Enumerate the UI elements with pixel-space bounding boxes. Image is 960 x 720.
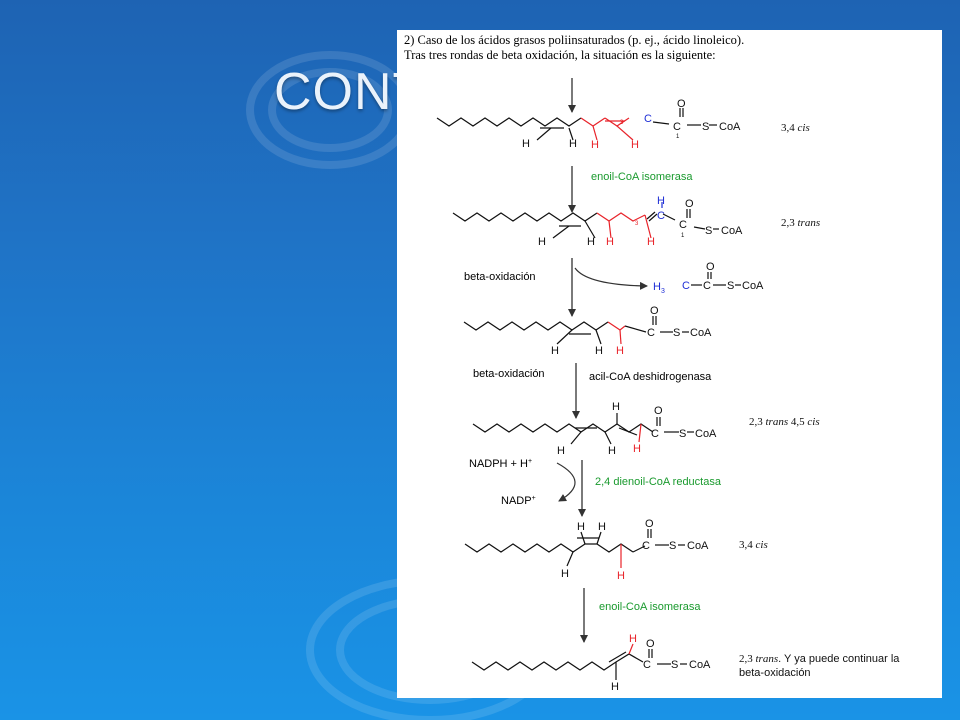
atom: H: [608, 445, 616, 457]
structure-4: [472, 413, 694, 445]
atom: CoA: [687, 540, 709, 552]
structure-1: [436, 108, 717, 141]
isomer-label-6-continuation: beta-oxidación: [739, 667, 811, 679]
atom: H3: [653, 281, 665, 295]
atom: H: [647, 236, 655, 248]
arrow-nadph: [556, 462, 576, 502]
caption: 2) Caso de los ácidos grasos poliinsatur…: [404, 33, 744, 63]
atom: CoA: [689, 659, 711, 671]
atom: C: [647, 327, 655, 339]
atom: H: [522, 138, 530, 150]
structure-1-atoms: C C O S CoA H H H H 3 1 3,4 cis: [522, 98, 810, 151]
atom: C: [643, 659, 651, 671]
structure-5: [464, 529, 685, 568]
cofactor-label: NADPH + H+: [469, 458, 532, 470]
atom: H: [612, 401, 620, 413]
caption-line-2: Tras tres rondas de beta oxidación, la s…: [404, 48, 716, 62]
atom: S: [673, 327, 680, 339]
atom: H: [595, 345, 603, 357]
atom: H: [569, 138, 577, 150]
isomer-label-1: 3,4 cis: [781, 122, 810, 134]
atom: O: [654, 405, 663, 417]
atom: S: [671, 659, 678, 671]
atom: H: [633, 443, 641, 455]
atom: CoA: [719, 121, 741, 133]
isomer-label-5: 3,4 cis: [739, 539, 768, 551]
atom: C: [673, 121, 681, 133]
atom: O: [646, 638, 655, 650]
atom-number: 3: [635, 221, 639, 227]
atom: H: [551, 345, 559, 357]
structure-2-atoms: H C C O S CoA H H H H 3 1 2,3 trans: [538, 195, 820, 248]
structure-2: [452, 202, 719, 239]
atom: S: [705, 225, 712, 237]
atom: H: [598, 521, 606, 533]
atom: H: [631, 139, 639, 151]
atom: CoA: [721, 225, 743, 237]
enzyme-label: beta-oxidación: [473, 368, 545, 380]
structure-5-atoms: H H C O S CoA H H 3,4 cis: [561, 518, 768, 582]
atom-number: 1: [681, 233, 685, 239]
enzyme-label: enoil-CoA isomerasa: [599, 601, 701, 613]
atom: H: [587, 236, 595, 248]
atom: O: [685, 198, 694, 210]
atom: C: [682, 280, 690, 292]
atom: S: [679, 428, 686, 440]
atom: C: [642, 540, 650, 552]
caption-line-1: 2) Caso de los ácidos grasos poliinsatur…: [404, 33, 745, 47]
atom: S: [702, 121, 709, 133]
structure-4-atoms: H C O S CoA H H H 2,3 trans 4,5 cis: [557, 401, 820, 457]
atom: H: [629, 633, 637, 645]
atom: H: [616, 345, 624, 357]
atom: S: [669, 540, 676, 552]
cofactor-label: NADP+: [501, 495, 536, 507]
atom: O: [677, 98, 686, 110]
atom: H: [561, 568, 569, 580]
atom: CoA: [695, 428, 717, 440]
isomer-label-4: 2,3 trans 4,5 cis: [749, 416, 820, 428]
atom: C: [703, 280, 711, 292]
reaction-scheme: C C O S CoA H H H H 3 1 3,4 cis enoil-Co…: [436, 78, 900, 693]
atom: H: [611, 681, 619, 693]
atom: H: [538, 236, 546, 248]
enzyme-label: enoil-CoA isomerasa: [591, 171, 693, 183]
atom: C: [644, 113, 652, 125]
atom: H: [617, 570, 625, 582]
atom: C: [657, 210, 665, 222]
isomer-label-6: 2,3 trans. Y ya puede continuar la: [739, 653, 900, 665]
reaction-scheme-panel: 2) Caso de los ácidos grasos poliinsatur…: [397, 30, 942, 698]
acetyl-coa: H3 C C O S CoA: [653, 261, 764, 295]
atom: H: [577, 521, 585, 533]
atom: O: [650, 305, 659, 317]
atom: H: [557, 445, 565, 457]
structure-3: [463, 316, 689, 345]
atom-number: 3: [620, 120, 624, 126]
atom: CoA: [742, 280, 764, 292]
atom: C: [651, 428, 659, 440]
isomer-label-2: 2,3 trans: [781, 217, 820, 229]
enzyme-label: acil-CoA deshidrogenasa: [589, 371, 712, 383]
atom: H: [606, 236, 614, 248]
atom: H: [657, 195, 665, 207]
structure-3-atoms: C O S CoA H H H: [551, 305, 712, 357]
structure-6-atoms: H C O S CoA H 2,3 trans. Y ya puede cont…: [611, 633, 900, 693]
enzyme-label: 2,4 dienoil-CoA reductasa: [595, 476, 722, 488]
enzyme-label: beta-oxidación: [464, 271, 536, 283]
atom: CoA: [690, 327, 712, 339]
atom: H: [591, 139, 599, 151]
atom: O: [645, 518, 654, 530]
atom: S: [727, 280, 734, 292]
arrow-to-acetyl-coa: [574, 267, 648, 290]
atom: C: [679, 219, 687, 231]
atom-number: 1: [676, 134, 680, 140]
atom: O: [706, 261, 715, 273]
structure-6: [471, 643, 687, 680]
